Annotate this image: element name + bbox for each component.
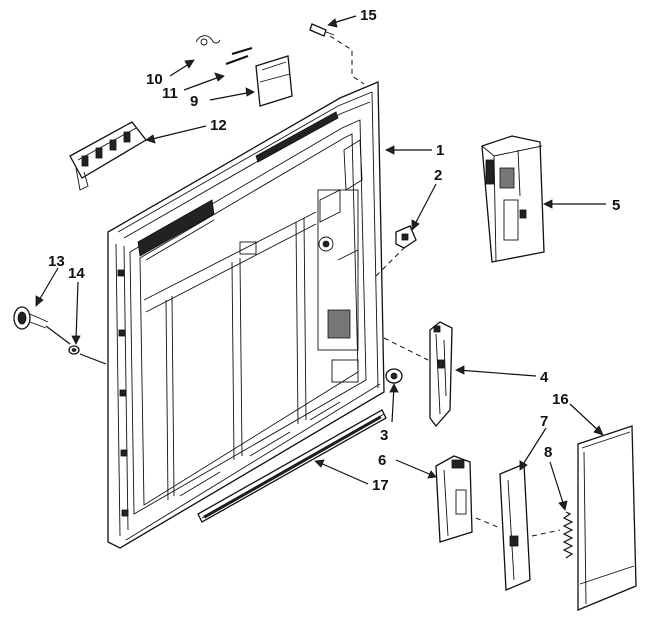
pin <box>225 47 253 66</box>
door-knob <box>13 306 49 330</box>
callout-1: 1 <box>436 142 444 159</box>
callout-4: 4 <box>540 369 549 386</box>
handle-bracket <box>69 121 147 191</box>
callout-17: 17 <box>372 477 389 494</box>
callout-14: 14 <box>68 265 85 282</box>
side-panel <box>577 425 637 611</box>
callout-6: 6 <box>378 452 386 469</box>
cover-cap <box>255 55 293 107</box>
coil-spring <box>531 511 574 559</box>
spring-clip <box>195 35 221 46</box>
washer <box>68 345 80 355</box>
bottom-trim-strip <box>197 409 387 523</box>
screw <box>309 23 365 85</box>
callout-12: 12 <box>210 117 227 134</box>
callout-7: 7 <box>540 413 548 430</box>
strike-plate <box>475 463 531 591</box>
leader-lines <box>35 15 606 511</box>
callout-10: 10 <box>146 71 163 88</box>
latch-arm <box>383 321 453 428</box>
latch-housing <box>481 135 545 263</box>
inner-door-panel <box>107 81 385 549</box>
door-clip <box>375 225 417 277</box>
callout-5: 5 <box>612 197 620 214</box>
callout-13: 13 <box>48 253 65 270</box>
callout-11: 11 <box>162 85 178 102</box>
callout-16: 16 <box>552 391 569 408</box>
callout-3: 3 <box>380 427 388 444</box>
callout-2: 2 <box>434 167 442 184</box>
latch-bracket <box>435 455 473 543</box>
callout-labels: 1 2 3 4 5 6 7 8 9 10 11 12 13 14 15 16 1… <box>48 7 620 494</box>
roller <box>385 368 403 384</box>
callout-9: 9 <box>190 93 198 110</box>
callout-15: 15 <box>360 7 377 24</box>
callout-8: 8 <box>544 444 552 461</box>
